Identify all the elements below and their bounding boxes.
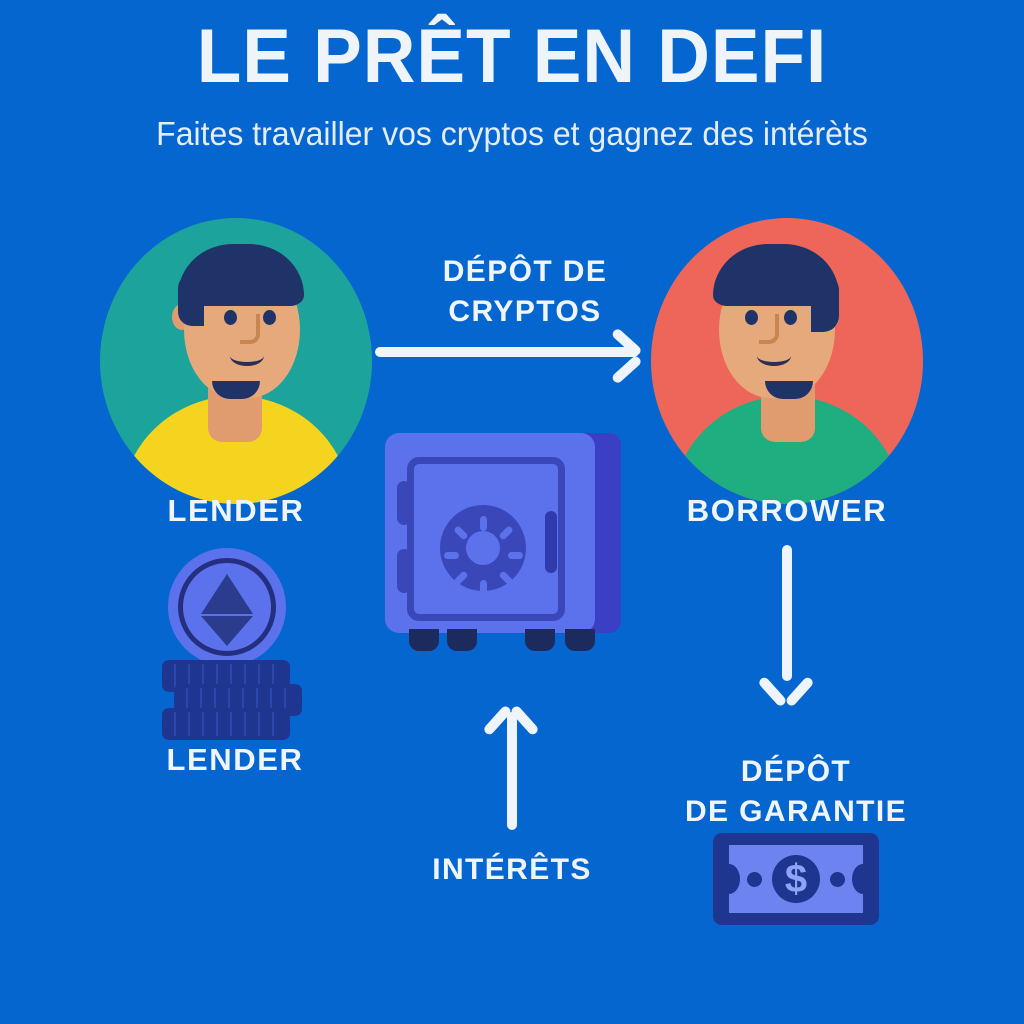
- safe-body: [385, 433, 595, 633]
- avatar-lender: [100, 218, 372, 504]
- safe-leg: [409, 629, 439, 651]
- safe-leg: [525, 629, 555, 651]
- ethereum-coin-ring: [178, 558, 276, 656]
- lender-mouth: [230, 346, 264, 366]
- arrow-head-lower: [610, 354, 643, 385]
- banknote-notch-left: [718, 864, 740, 894]
- ethereum-logo-lower: [201, 616, 253, 646]
- arrow-head: [482, 700, 540, 744]
- safe-handle: [545, 511, 557, 573]
- flow-label-deposit-cryptos: DÉPÔT DE CRYPTOS: [380, 252, 670, 332]
- safe-dial-spoke: [452, 570, 469, 586]
- page-title: LE PRÊT EN DEFI: [196, 14, 828, 99]
- ethereum-coin-stack-icon: [160, 548, 310, 740]
- banknote-seal: $: [772, 855, 820, 903]
- banknote-notch-right: [852, 864, 874, 894]
- safe-hinge-top: [397, 481, 411, 525]
- safe-dial-spoke: [479, 516, 487, 531]
- flow-label-interests: INTÉRÊTS: [392, 850, 632, 890]
- arrow-head-upper: [610, 327, 643, 358]
- flow-label-line2: CRYPTOS: [448, 295, 602, 328]
- arrow-shaft: [375, 347, 639, 357]
- safe-dial-spoke: [443, 552, 459, 559]
- label-crypto-stack: LENDER: [166, 742, 304, 777]
- safe-hinge-bottom: [397, 549, 411, 593]
- lender-collar: [212, 381, 260, 399]
- lender-nose: [240, 314, 260, 344]
- safe-dial-spoke: [507, 552, 523, 559]
- flow-label-line2: DE GARANTIE: [684, 795, 908, 828]
- ethereum-logo-upper: [201, 574, 253, 614]
- safe-dial-spoke: [452, 525, 469, 541]
- borrower-nose: [759, 314, 779, 344]
- flow-label-line1: INTÉRÊTS: [432, 853, 592, 886]
- page-subtitle: Faites travailler vos cryptos et gagnez …: [156, 115, 868, 152]
- safe-vault-icon: [385, 427, 627, 655]
- dollar-sign-icon: $: [784, 857, 808, 901]
- borrower-eye-left: [745, 310, 758, 325]
- borrower-eye-right: [784, 310, 797, 325]
- safe-door: [407, 457, 565, 621]
- safe-dial-spoke: [497, 525, 514, 541]
- arrow-shaft: [507, 712, 517, 830]
- safe-dial: [440, 505, 526, 595]
- safe-leg: [447, 629, 477, 651]
- safe-dial-center: [466, 531, 500, 565]
- borrower-hair-side: [811, 274, 839, 332]
- lender-hair-side: [178, 274, 204, 326]
- banknote-dot-left: [747, 871, 762, 887]
- ethereum-coin: [168, 548, 286, 666]
- label-borrower: BORROWER: [686, 493, 888, 528]
- avatar-borrower: [651, 218, 923, 504]
- lender-eye-right: [263, 310, 276, 325]
- arrow-shaft: [782, 545, 792, 681]
- safe-dial-spoke: [479, 580, 487, 595]
- label-lender: LENDER: [167, 493, 305, 528]
- flow-label-collateral-deposit: DÉPÔT DE GARANTIE: [646, 752, 946, 832]
- arrow-head-left: [757, 675, 788, 708]
- flow-label-line1: DÉPÔT: [740, 755, 852, 788]
- banknote-field: $: [718, 845, 874, 913]
- flow-label-line1: DÉPÔT DE: [442, 255, 608, 288]
- arrow-head: [610, 324, 656, 385]
- safe-leg: [565, 629, 595, 651]
- safe-dial-spoke: [497, 570, 514, 586]
- banknote-dot-right: [830, 871, 845, 887]
- arrow-head-right: [509, 704, 540, 737]
- lender-eye-left: [224, 310, 237, 325]
- banknote-dollar-icon: $: [713, 833, 879, 925]
- borrower-mouth: [757, 346, 791, 366]
- arrow-head: [757, 670, 815, 714]
- borrower-collar: [765, 381, 813, 399]
- arrow-head-left: [482, 704, 513, 737]
- coin-disc: [162, 708, 290, 740]
- arrow-head-right: [784, 675, 815, 708]
